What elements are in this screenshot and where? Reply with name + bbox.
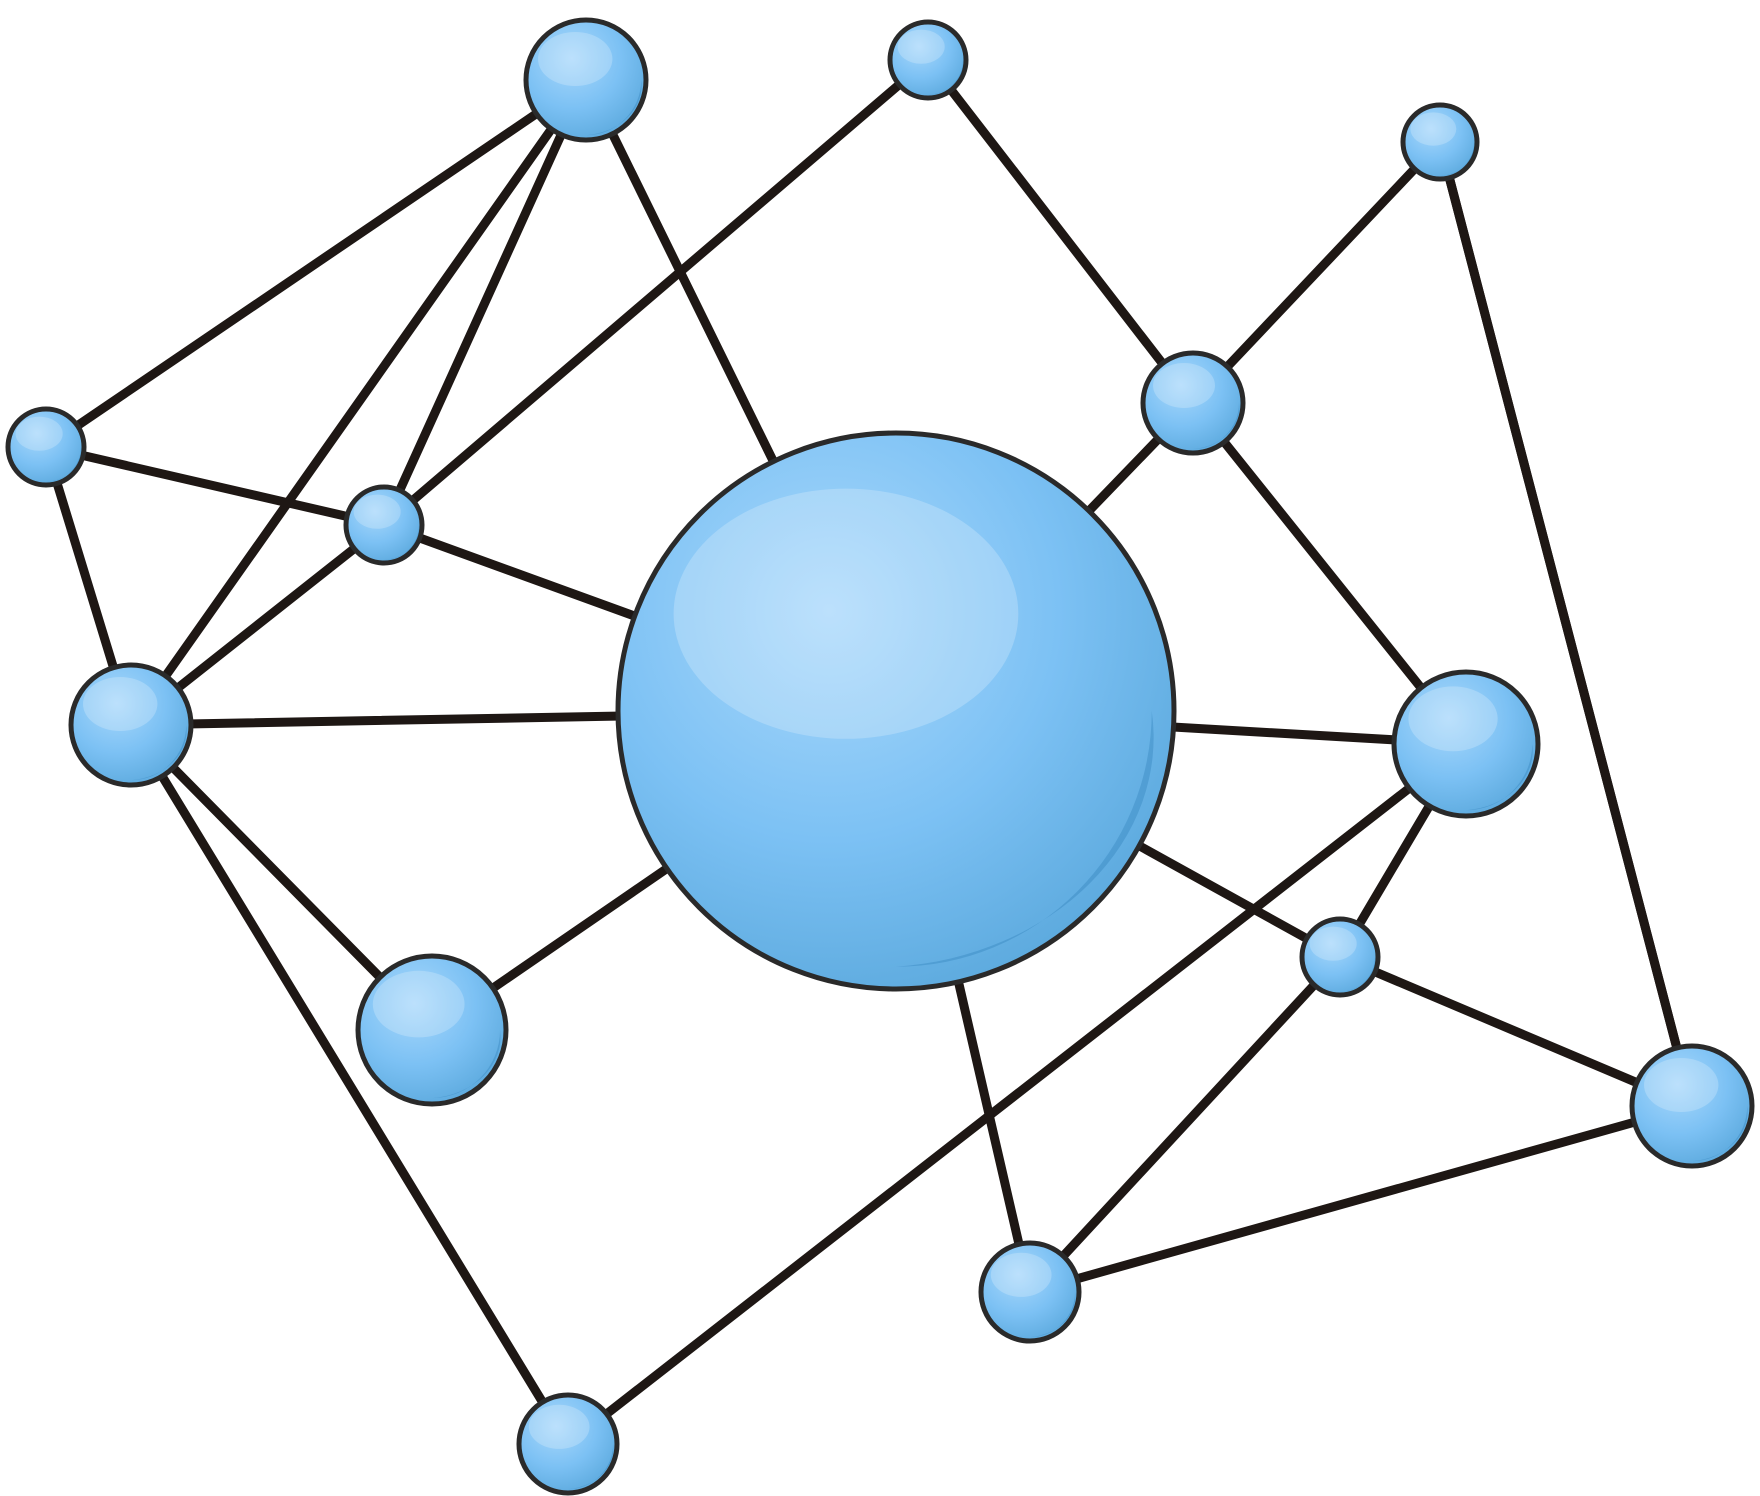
edge-n1-n4 xyxy=(41,75,591,452)
node-circle xyxy=(68,662,194,788)
node-n5 xyxy=(343,484,425,566)
node-highlight xyxy=(1644,1058,1719,1112)
node-highlight xyxy=(353,494,401,529)
node-highlight xyxy=(83,677,158,731)
node-highlight xyxy=(1408,686,1498,752)
node-n2 xyxy=(887,19,969,101)
hub-node xyxy=(615,430,1177,992)
node-n3 xyxy=(1400,102,1480,182)
edge-n1-n6 xyxy=(126,75,591,730)
node-n12 xyxy=(1629,1043,1755,1169)
node-highlight xyxy=(673,488,1019,739)
node-n10 xyxy=(516,1392,620,1496)
node-n1 xyxy=(523,17,649,143)
nodes-layer xyxy=(5,17,1755,1496)
node-highlight xyxy=(1309,926,1357,961)
node-highlight xyxy=(372,970,465,1038)
node-highlight xyxy=(15,416,63,451)
edge-n4-n5 xyxy=(41,442,389,530)
node-n7 xyxy=(1140,350,1246,456)
node-circle xyxy=(1299,916,1381,998)
node-circle xyxy=(1391,669,1541,819)
node-circle xyxy=(516,1392,620,1496)
node-circle xyxy=(523,17,649,143)
edge-n8-n10 xyxy=(563,739,1471,1449)
node-n8 xyxy=(1391,669,1541,819)
node-highlight xyxy=(538,32,613,86)
node-circle xyxy=(887,19,969,101)
node-n13 xyxy=(1299,916,1381,998)
node-circle xyxy=(978,1240,1082,1344)
node-circle xyxy=(615,430,1177,992)
edge-n11-n13 xyxy=(1025,952,1345,1297)
edge-n11-n12 xyxy=(1025,1101,1697,1297)
node-highlight xyxy=(1410,112,1457,146)
edge-n2-n7 xyxy=(923,55,1198,408)
node-circle xyxy=(5,406,87,488)
node-highlight xyxy=(1153,363,1215,408)
edge-n3-n7 xyxy=(1188,137,1445,408)
node-circle xyxy=(1400,102,1480,182)
node-circle xyxy=(355,953,509,1107)
edge-n1-n5 xyxy=(379,75,591,530)
node-n9 xyxy=(355,953,509,1107)
node-circle xyxy=(1140,350,1246,456)
node-circle xyxy=(343,484,425,566)
node-n11 xyxy=(978,1240,1082,1344)
edge-n6-n10 xyxy=(126,720,573,1449)
node-n4 xyxy=(5,406,87,488)
edge-n2-n5 xyxy=(379,55,933,530)
node-circle xyxy=(1629,1043,1755,1169)
edge-n12-n3 xyxy=(1435,137,1697,1111)
edge-n12-n13 xyxy=(1335,952,1697,1111)
node-highlight xyxy=(990,1252,1052,1297)
node-n6 xyxy=(68,662,194,788)
node-highlight xyxy=(528,1404,590,1449)
node-highlight xyxy=(897,29,945,64)
